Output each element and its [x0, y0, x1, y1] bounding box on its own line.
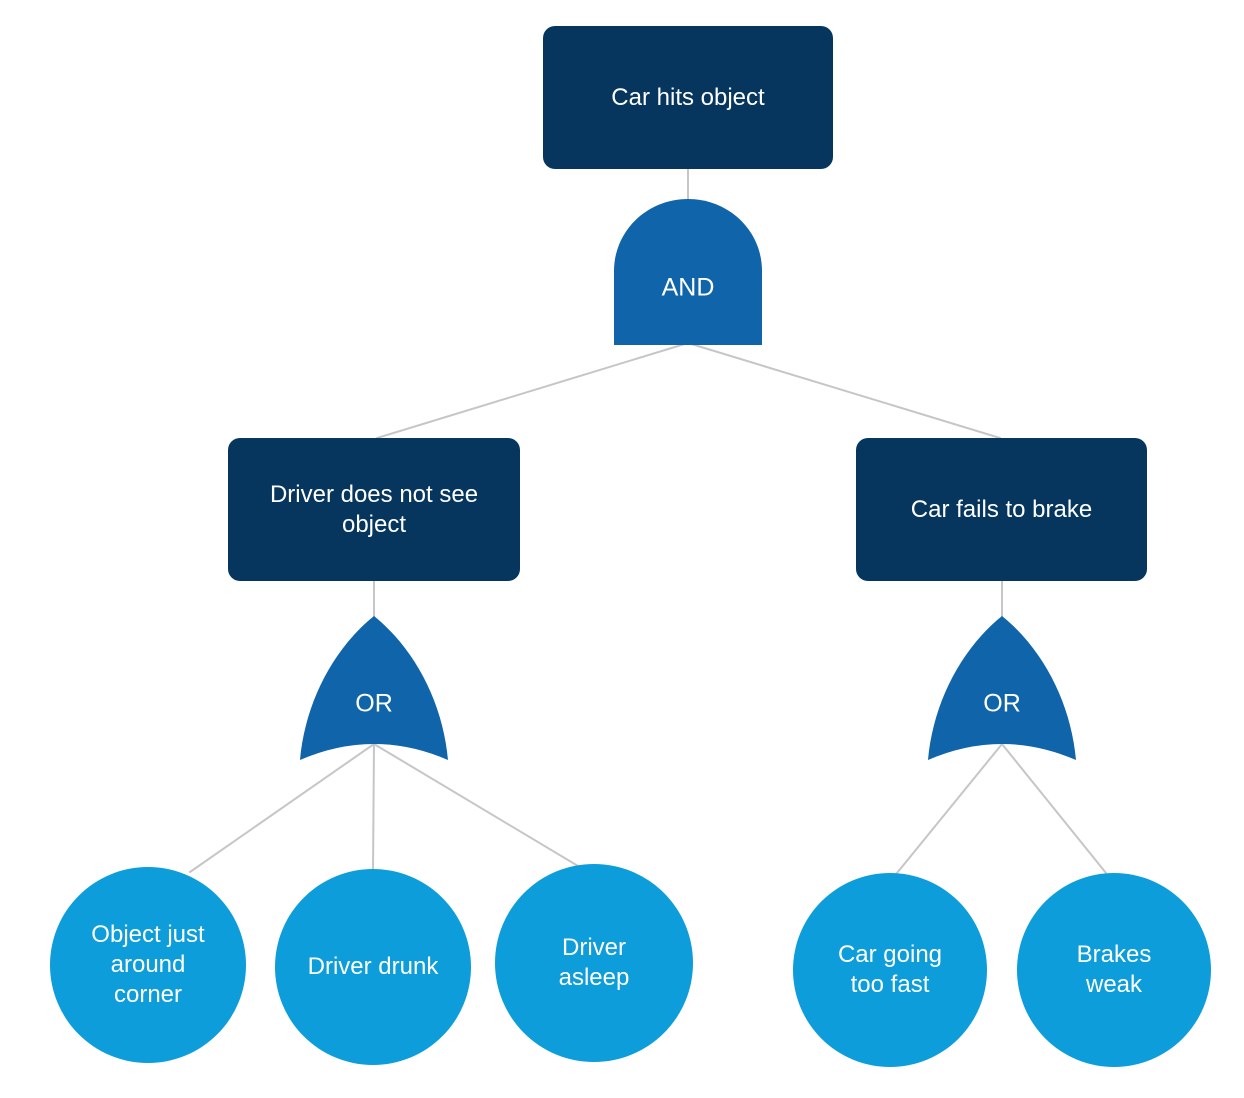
- connector-or2-to-cause2: [1001, 743, 1107, 874]
- left-or-gate: OR: [300, 616, 448, 761]
- connector-or2-to-cause1: [896, 743, 1003, 874]
- connector-and-to-left-event: [376, 342, 689, 439]
- left-or-gate-label: OR: [355, 689, 393, 718]
- and-gate-icon: [614, 199, 762, 345]
- left-event-box: Driver does not see object: [228, 438, 520, 581]
- top-event-label: Car hits object: [611, 83, 765, 111]
- basic-event-driver-drunk: Driver drunk: [275, 869, 471, 1065]
- top-event-box: Car hits object: [543, 26, 833, 169]
- basic-event-label: Car going too fast: [837, 941, 943, 998]
- connector-or1-to-cause3: [373, 743, 579, 867]
- or-gate-icon: [300, 616, 448, 760]
- basic-event-brakes-weak: Brakes weak: [1017, 873, 1211, 1067]
- basic-event-label: Object just around corner: [91, 921, 205, 1008]
- basic-event-label: Driver drunk: [307, 953, 439, 980]
- basic-event-object-around-corner: Object just around corner: [50, 867, 246, 1063]
- right-event-box: Car fails to brake: [856, 438, 1147, 581]
- basic-event-label: Driver asleep: [558, 934, 630, 991]
- or-gate-icon: [928, 616, 1076, 760]
- connector-or1-to-cause1: [189, 743, 375, 873]
- basic-event-label: Brakes weak: [1076, 941, 1152, 998]
- and-gate-label: AND: [661, 273, 715, 302]
- basic-event-driver-asleep: Driver asleep: [495, 864, 693, 1062]
- connector-and-to-right-event: [687, 342, 1001, 439]
- and-gate: AND: [614, 199, 762, 345]
- right-or-gate: OR: [928, 616, 1076, 761]
- right-or-gate-label: OR: [983, 689, 1021, 718]
- left-event-label: Driver does not see object: [269, 480, 479, 538]
- connector-or1-to-cause2: [372, 743, 375, 871]
- basic-event-car-too-fast: Car going too fast: [793, 873, 987, 1067]
- right-event-label: Car fails to brake: [910, 495, 1093, 523]
